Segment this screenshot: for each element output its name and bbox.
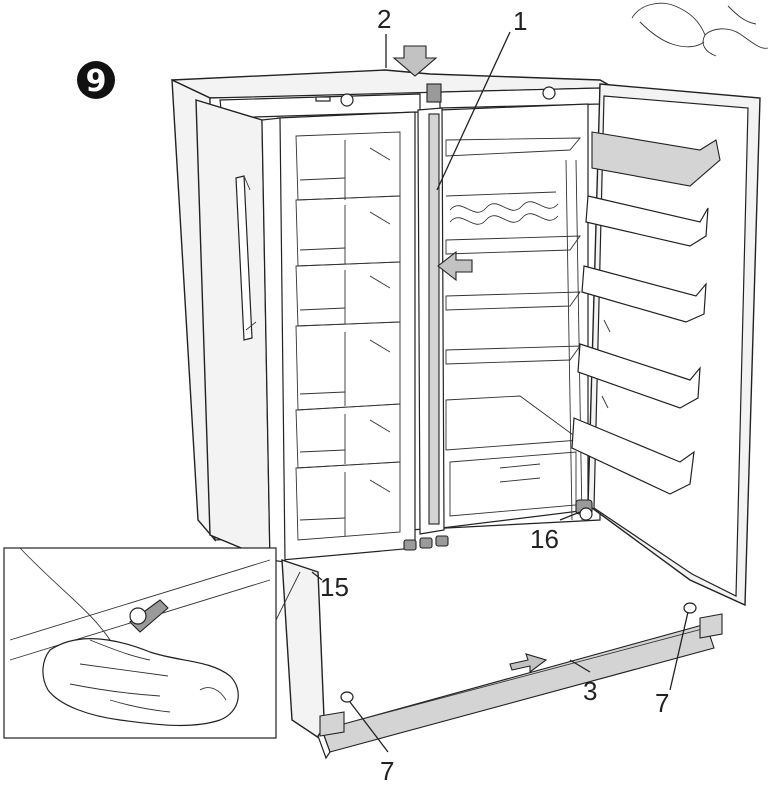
fridge-interior [439, 103, 589, 529]
callout-labels: 2 1 16 15 3 7 7 [320, 4, 669, 786]
callout-2: 2 [377, 4, 391, 34]
leader-lines [311, 31, 689, 753]
seal-strip [428, 113, 440, 525]
lower-hinges [403, 499, 593, 551]
callout-16: 16 [530, 524, 559, 554]
step-number: 9 [86, 64, 107, 99]
arrow-down [392, 45, 438, 77]
step-badge: 9 [77, 61, 115, 99]
arrows [392, 45, 548, 674]
freezer-interior [277, 111, 416, 561]
detail-inset [3, 547, 301, 739]
callout-7-left: 7 [380, 756, 394, 786]
callout-15: 15 [320, 572, 349, 602]
callout-7-right: 7 [655, 688, 669, 718]
center-mullion [417, 83, 445, 535]
fridge-door [571, 83, 761, 607]
screw-right [683, 602, 697, 614]
freezer-door [195, 99, 326, 744]
top-connector [426, 83, 442, 103]
arrow-plinth [509, 653, 548, 674]
plinth-panel [317, 602, 723, 760]
screw-left [340, 691, 354, 703]
arrow-left-mullion [437, 250, 473, 282]
hand-sketch [631, 2, 769, 57]
callout-1: 1 [513, 6, 527, 36]
callout-3: 3 [583, 676, 597, 706]
